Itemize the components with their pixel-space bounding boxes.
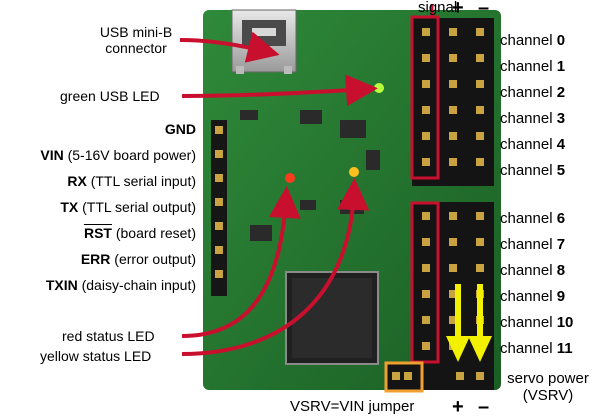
pin-name: VIN — [40, 147, 64, 163]
channel-label: channel 2 — [500, 84, 566, 101]
red-led-label: red status LED — [62, 328, 155, 344]
pin-name: RST — [83, 225, 112, 241]
pin-desc: (daisy-chain input) — [77, 277, 196, 293]
minus-label-bottom: – — [478, 396, 490, 418]
pin-desc: (TTL serial output) — [78, 199, 196, 215]
channel-label: channel 4 — [500, 136, 566, 153]
channel-label: channel 6 — [500, 210, 566, 227]
servo-headers — [412, 18, 494, 364]
yellow-status-led — [349, 167, 359, 177]
microcontroller-chip — [285, 271, 379, 365]
pin-desc: (error output) — [110, 251, 196, 267]
pin-label-tx: TX (TTL serial output) — [60, 199, 196, 215]
signal-label: signal — [418, 0, 458, 16]
pin-label-rx: RX (TTL serial input) — [67, 173, 196, 189]
servo-power-header — [386, 364, 494, 390]
green-led-arrow — [181, 74, 378, 107]
usb-connector — [231, 9, 297, 74]
channel-label: channel 0 — [500, 32, 566, 49]
servo-power-label-line2: (VSRV) — [522, 387, 574, 404]
pin-desc: (board reset) — [111, 225, 196, 241]
left-pin-header — [211, 120, 227, 296]
red-led-arrow — [181, 186, 301, 338]
servo-power-label-line1: servo power — [507, 370, 589, 387]
signal-highlight-top — [410, 15, 440, 180]
pin-name: TXIN — [45, 277, 78, 293]
plus-label-bottom: + — [452, 396, 464, 418]
green-usb-led — [374, 83, 384, 93]
plus-label-top: + — [452, 0, 464, 19]
signal-highlight-bottom — [410, 201, 440, 364]
pin-desc: (5-16V board power) — [63, 147, 196, 163]
green-led-label: green USB LED — [60, 88, 160, 104]
pin-label-txin: TXIN (daisy-chain input) — [46, 277, 196, 293]
red-status-led — [285, 173, 295, 183]
pin-name: TX — [60, 199, 79, 215]
yellow-led-arrow — [181, 178, 370, 356]
channel-label: channel 1 — [500, 58, 566, 75]
channel-label: channel 8 — [500, 262, 566, 279]
servo-power-arrows — [446, 284, 492, 362]
yellow-led-label: yellow status LED — [40, 348, 152, 364]
pin-label-err: ERR (error output) — [81, 251, 196, 267]
pin-name: GND — [164, 121, 196, 137]
usb-connector-arrow — [179, 31, 280, 63]
channel-label: channel 10 — [500, 314, 574, 331]
channel-label: channel 7 — [500, 236, 566, 253]
pin-label-vin: VIN (5-16V board power) — [40, 147, 196, 163]
pin-name: ERR — [80, 251, 111, 267]
pin-name: RX — [67, 173, 87, 189]
pin-desc: (TTL serial input) — [86, 173, 196, 189]
jumper-label: VSRV=VIN jumper — [290, 398, 415, 415]
servo-power-label: servo power (VSRV) — [502, 370, 594, 404]
pin-label-gnd: GND — [165, 121, 196, 137]
channel-label: channel 9 — [500, 288, 566, 305]
channel-label: channel 11 — [500, 340, 573, 357]
jumper-highlight — [384, 361, 424, 393]
minus-label-top: – — [478, 0, 490, 19]
channel-label: channel 3 — [500, 110, 566, 127]
channel-label: channel 5 — [500, 162, 566, 179]
usb-connector-label: USB mini-B connector — [86, 24, 186, 56]
usb-connector-label-line2: connector — [105, 40, 167, 56]
pin-label-rst: RST (board reset) — [84, 225, 196, 241]
usb-connector-label-line1: USB mini-B — [99, 24, 173, 40]
